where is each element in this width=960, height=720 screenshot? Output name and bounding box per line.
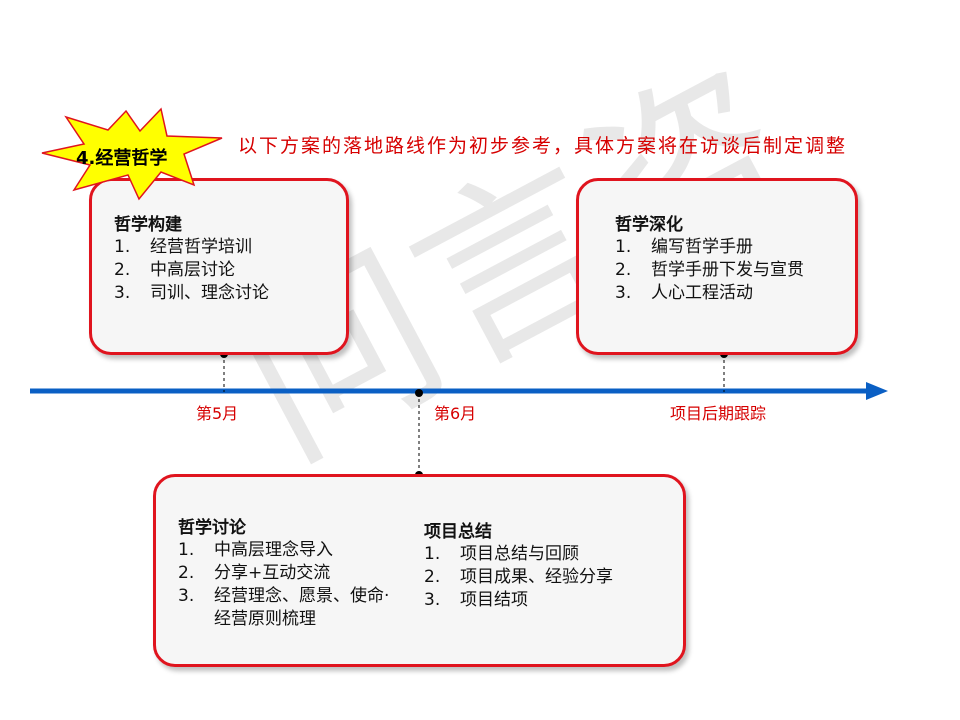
list-item: 1.编写哲学手册 (615, 237, 753, 257)
list-item: 2.中高层讨论 (114, 260, 235, 280)
timeline-label-month6: 第6月 (434, 404, 477, 423)
list-item: 2.哲学手册下发与宣贯 (615, 260, 804, 280)
list-item: 1.项目总结与回顾 (424, 544, 579, 564)
list-item: 3.司训、理念讨论 (114, 283, 269, 303)
box-title: 哲学深化 (615, 215, 683, 235)
box-list: 1.项目总结与回顾 2.项目成果、经验分享 3.项目结项 (424, 543, 674, 612)
box-title: 哲学构建 (114, 215, 182, 235)
box-bottom: 哲学讨论 1.中高层理念导入 2.分享+互动交流 3.经营理念、愿景、使命·经营… (153, 474, 686, 667)
list-item: 3.项目结项 (424, 590, 528, 610)
box-philosophy-deepen: 哲学深化 1.编写哲学手册 2.哲学手册下发与宣贯 3.人心工程活动 (576, 178, 858, 355)
list-item: 3.经营理念、愿景、使命·经营原则梳理 (178, 586, 390, 629)
box-list: 1.编写哲学手册 2.哲学手册下发与宣贯 3.人心工程活动 (615, 236, 855, 305)
badge-label: 4.经营哲学 (76, 148, 168, 169)
list-item: 2.项目成果、经验分享 (424, 567, 613, 587)
timeline-label-followup: 项目后期跟踪 (670, 404, 767, 423)
box-title: 项目总结 (424, 522, 492, 542)
starburst-badge (41, 107, 223, 201)
list-item: 3.人心工程活动 (615, 283, 753, 303)
timeline-arrowhead (866, 382, 888, 400)
box-title: 哲学讨论 (178, 518, 246, 538)
box-list: 1.经营哲学培训 2.中高层讨论 3.司训、理念讨论 (114, 236, 334, 305)
timeline-label-month5: 第5月 (196, 404, 239, 423)
box-philosophy-build: 哲学构建 1.经营哲学培训 2.中高层讨论 3.司训、理念讨论 (89, 178, 349, 355)
node-month6-axis (415, 389, 423, 397)
note-text: 以下方案的落地路线作为初步参考，具体方案将在访谈后制定调整 (238, 135, 848, 157)
list-item: 1.经营哲学培训 (114, 237, 252, 257)
list-item: 2.分享+互动交流 (178, 563, 331, 583)
box-list: 1.中高层理念导入 2.分享+互动交流 3.经营理念、愿景、使命·经营原则梳理 (178, 539, 403, 631)
list-item: 1.中高层理念导入 (178, 540, 333, 560)
